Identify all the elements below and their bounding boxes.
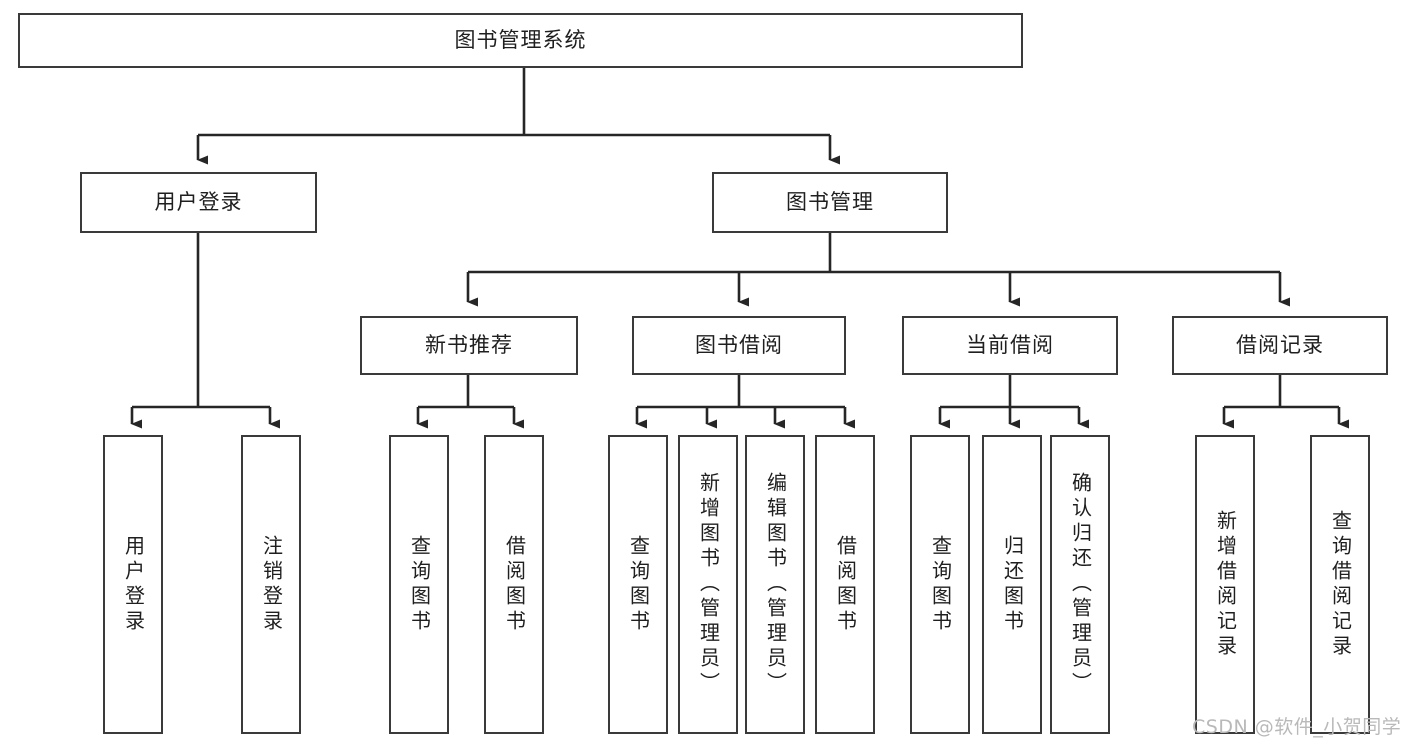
node-label: 用户登录	[121, 534, 146, 635]
node-borrow-record[interactable]: 借阅记录	[1172, 316, 1388, 375]
leaf-current-borrow-return-book[interactable]: 归还图书	[982, 435, 1042, 734]
node-label: 查询图书	[407, 534, 432, 635]
leaf-borrow-record-query-record[interactable]: 查询借阅记录	[1310, 435, 1370, 734]
leaf-book-borrow-borrow-book[interactable]: 借阅图书	[815, 435, 875, 734]
leaf-user-login-login[interactable]: 用户登录	[103, 435, 163, 734]
node-new-book-recommend[interactable]: 新书推荐	[360, 316, 578, 375]
node-book-management[interactable]: 图书管理	[712, 172, 948, 233]
node-label: 确认归还（管理员）	[1068, 472, 1093, 697]
leaf-book-borrow-query-book[interactable]: 查询图书	[608, 435, 668, 734]
node-label: 归还图书	[1000, 534, 1025, 635]
node-label: 图书管理系统	[454, 27, 587, 52]
leaf-new-book-borrow-book[interactable]: 借阅图书	[484, 435, 544, 734]
leaf-new-book-query-book[interactable]: 查询图书	[389, 435, 449, 734]
node-root-book-management-system[interactable]: 图书管理系统	[18, 13, 1023, 68]
node-label: 查询图书	[626, 534, 651, 635]
leaf-book-borrow-add-book-admin[interactable]: 新增图书（管理员）	[678, 435, 738, 734]
node-book-borrow[interactable]: 图书借阅	[632, 316, 846, 375]
node-label: 注销登录	[259, 534, 284, 635]
node-label: 编辑图书（管理员）	[763, 472, 788, 697]
node-label: 新书推荐	[425, 332, 513, 357]
node-label: 当前借阅	[966, 332, 1054, 357]
node-user-login[interactable]: 用户登录	[80, 172, 317, 233]
node-label: 查询借阅记录	[1328, 509, 1353, 660]
node-label: 查询图书	[928, 534, 953, 635]
leaf-current-borrow-confirm-return-admin[interactable]: 确认归还（管理员）	[1050, 435, 1110, 734]
leaf-current-borrow-query-book[interactable]: 查询图书	[910, 435, 970, 734]
node-label: 借阅记录	[1236, 332, 1324, 357]
node-label: 图书管理	[786, 189, 874, 214]
leaf-borrow-record-add-record[interactable]: 新增借阅记录	[1195, 435, 1255, 734]
node-current-borrow[interactable]: 当前借阅	[902, 316, 1118, 375]
node-label: 用户登录	[154, 189, 243, 214]
node-label: 图书借阅	[695, 332, 783, 357]
leaf-book-borrow-edit-book-admin[interactable]: 编辑图书（管理员）	[745, 435, 805, 734]
node-label: 借阅图书	[502, 534, 527, 635]
node-label: 新增借阅记录	[1213, 509, 1238, 660]
node-label: 借阅图书	[833, 534, 858, 635]
leaf-user-login-logout[interactable]: 注销登录	[241, 435, 301, 734]
node-label: 新增图书（管理员）	[696, 472, 721, 697]
csdn-watermark: CSDN @软件_小贺同学	[1192, 716, 1402, 738]
